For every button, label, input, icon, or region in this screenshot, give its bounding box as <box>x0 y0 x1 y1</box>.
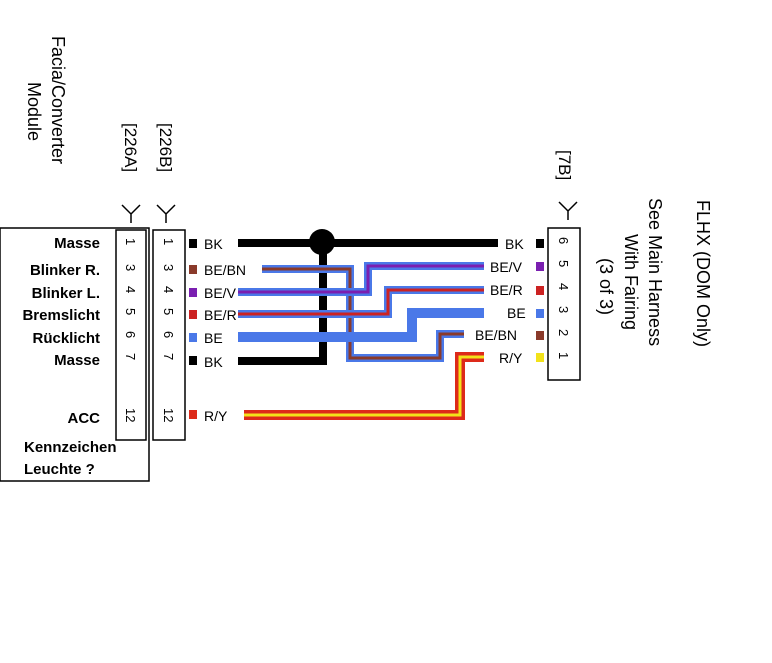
pin-226b-4: 4 <box>161 286 176 293</box>
pin-226a-1: 1 <box>123 238 138 245</box>
wire-label-r-r-y: R/Y <box>499 350 523 366</box>
wire-label-l-be-v: BE/V <box>204 285 237 301</box>
pin-7b-1: 1 <box>556 352 571 359</box>
pin-226b-5: 5 <box>161 308 176 315</box>
pin-226b-3: 3 <box>161 264 176 271</box>
terminal-r-r-y <box>536 353 544 362</box>
terminal-l-bk-2 <box>189 356 197 365</box>
wire-label-l-bk-1: BK <box>204 236 223 252</box>
wire-label-l-be: BE <box>204 330 223 346</box>
connector-226a: [226A] 1 3 4 5 6 7 12 <box>115 123 147 441</box>
connector-7b-label: [7B] <box>555 150 574 180</box>
signal-label-masse-2: Masse <box>54 352 100 369</box>
wire-be-bn-stripe <box>262 267 464 360</box>
terminal-r-be-v <box>536 262 544 271</box>
wire-label-r-bk: BK <box>505 236 524 252</box>
pin-226b-7: 7 <box>161 353 176 360</box>
harness-note-line-2: With Fairing <box>621 234 641 330</box>
left-terminals <box>189 239 197 419</box>
wire-label-r-be: BE <box>507 305 526 321</box>
pin-7b-3: 3 <box>556 306 571 313</box>
terminal-l-be <box>189 333 197 342</box>
connector-226b-pins: 1 3 4 5 6 7 12 <box>161 238 176 422</box>
pin-7b-5: 5 <box>556 260 571 267</box>
wire-be <box>238 308 484 342</box>
signal-label-bremslicht: Bremslicht <box>22 307 100 324</box>
wires <box>238 229 498 420</box>
pin-226a-5: 5 <box>123 308 138 315</box>
terminal-l-be-r <box>189 310 197 319</box>
terminal-r-be <box>536 309 544 318</box>
socket-symbol-226a <box>121 204 141 223</box>
terminal-r-bk <box>536 239 544 248</box>
pin-7b-2: 2 <box>556 329 571 336</box>
model-note: FLHX (DOM Only) <box>693 200 713 347</box>
wire-label-r-be-bn: BE/BN <box>475 327 517 343</box>
pin-226b-1: 1 <box>161 238 176 245</box>
connector-7b: [7B] 6 5 4 3 2 1 <box>547 150 581 381</box>
pin-7b-6: 6 <box>556 237 571 244</box>
terminal-l-bk-1 <box>189 239 197 248</box>
connector-226a-body <box>115 229 147 441</box>
connector-226a-pins: 1 3 4 5 6 7 12 <box>123 238 138 422</box>
connector-226b-label: [226B] <box>156 123 175 172</box>
pin-226a-4: 4 <box>123 286 138 293</box>
right-wire-labels: BK BE/V BE/R BE BE/BN R/Y <box>475 236 526 366</box>
terminal-l-be-bn <box>189 265 197 274</box>
wire-label-r-be-r: BE/R <box>490 282 523 298</box>
wire-r-y <box>244 352 484 420</box>
module-signal-labels: Masse Blinker R. Blinker L. Bremslicht R… <box>22 235 116 478</box>
connector-7b-body <box>547 227 581 381</box>
pin-226a-12: 12 <box>123 408 138 422</box>
terminal-r-be-bn <box>536 331 544 340</box>
wire-be-r-stripe <box>238 288 484 316</box>
right-terminals <box>536 239 544 362</box>
wire-be-v-stripe <box>238 264 484 294</box>
signal-label-masse-1: Masse <box>54 235 100 252</box>
signal-label-blinker-r: Blinker R. <box>30 262 100 279</box>
harness-note: See Main Harness With Fairing (3 of 3) <box>596 198 665 346</box>
wire-label-l-bk-2: BK <box>204 354 223 370</box>
connector-7b-pins: 6 5 4 3 2 1 <box>556 237 571 359</box>
pin-226a-7: 7 <box>123 353 138 360</box>
pin-226b-12: 12 <box>161 408 176 422</box>
wire-r-y-stripe <box>244 355 484 417</box>
wire-label-r-be-v: BE/V <box>490 259 523 275</box>
signal-label-ruecklicht: Rücklicht <box>32 330 100 347</box>
signal-label-blinker-l: Blinker L. <box>32 285 100 302</box>
pin-226a-3: 3 <box>123 264 138 271</box>
terminal-l-be-v <box>189 288 197 297</box>
connector-226a-label: [226A] <box>121 123 140 172</box>
module-title-line-2: Module <box>24 82 44 141</box>
pin-symbol-7b <box>558 201 578 220</box>
wire-label-l-be-r: BE/R <box>204 307 237 323</box>
module-title: Facia/Converter Module <box>24 36 68 164</box>
signal-label-acc: ACC <box>68 410 101 427</box>
connector-226b: [226B] 1 3 4 5 6 7 12 <box>152 123 186 441</box>
pin-226a-6: 6 <box>123 331 138 338</box>
splice-bk <box>309 229 335 255</box>
harness-note-line-3: (3 of 3) <box>596 258 616 315</box>
connector-226b-body <box>152 229 186 441</box>
note-leuchte: Leuchte ? <box>24 461 95 478</box>
terminal-l-r-y <box>189 410 197 419</box>
pin-226b-6: 6 <box>161 331 176 338</box>
module-title-line-1: Facia/Converter <box>48 36 68 164</box>
wire-label-l-r-y: R/Y <box>204 408 228 424</box>
harness-note-line-1: See Main Harness <box>645 198 665 346</box>
terminal-r-be-r <box>536 286 544 295</box>
wire-label-l-be-bn: BE/BN <box>204 262 246 278</box>
note-kennzeichen: Kennzeichen <box>24 439 117 456</box>
pin-symbol-226b <box>156 204 176 223</box>
pin-7b-4: 4 <box>556 283 571 290</box>
left-wire-labels: BK BE/BN BE/V BE/R BE BK R/Y <box>204 236 246 424</box>
